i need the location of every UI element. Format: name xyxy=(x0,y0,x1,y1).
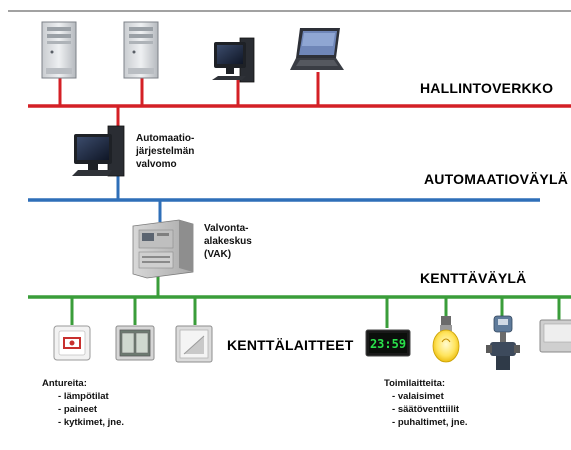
digital-clock-icon: 23:59 xyxy=(365,329,411,357)
hallintoverkko-bus xyxy=(28,72,571,128)
control-room-line: järjestelmän xyxy=(136,146,195,157)
kenttavayla-label: KENTTÄVÄYLÄ xyxy=(420,270,527,286)
control-room-line: valvomo xyxy=(136,159,177,170)
substation-label: Valvonta- alakeskus (VAK) xyxy=(204,222,252,261)
list-item: valaisimet xyxy=(392,390,468,403)
list-item: säätöventtiilit xyxy=(392,403,468,416)
substation-line: alakeskus xyxy=(204,236,252,247)
automaatiovayla-label: AUTOMAATIOVÄYLÄ xyxy=(424,171,569,187)
smoke-sensor-icon xyxy=(53,325,91,361)
clock-readout: 23:59 xyxy=(370,337,406,351)
control-room-line: Automaatio- xyxy=(136,133,195,144)
kenttavayla-bus xyxy=(28,274,571,328)
list-item: kytkimet, jne. xyxy=(58,416,124,429)
control-panel-icon xyxy=(539,319,571,353)
actuators-list: valaisimet säätöventtiilit puhaltimet, j… xyxy=(392,390,468,429)
server-tower-icon xyxy=(123,21,159,79)
light-bulb-icon xyxy=(432,316,460,363)
control-room-label: Automaatio- järjestelmän valvomo xyxy=(136,132,194,171)
substation-line: (VAK) xyxy=(204,249,232,260)
dimmer-switch-icon xyxy=(175,325,213,363)
desktop-computer-icon xyxy=(212,37,255,83)
sensors-list: lämpötilat paineet kytkimet, jne. xyxy=(58,390,124,429)
hallintoverkko-label: HALLINTOVERKKO xyxy=(420,80,554,96)
list-item: puhaltimet, jne. xyxy=(392,416,468,429)
control-cabinet-icon xyxy=(132,219,194,279)
list-item: paineet xyxy=(58,403,124,416)
automaatiovayla-bus xyxy=(28,176,540,222)
double-switch-icon xyxy=(115,325,155,361)
substation-line: Valvonta- xyxy=(204,223,249,234)
actuators-title: Toimilaitteita: xyxy=(384,378,446,389)
valve-actuator-icon xyxy=(486,315,520,370)
sensors-title: Antureita: xyxy=(42,378,87,389)
laptop-icon xyxy=(290,28,344,70)
kenttalaitteet-label: KENTTÄLAITTEET xyxy=(227,337,354,353)
desktop-computer-icon xyxy=(72,125,125,177)
server-tower-icon xyxy=(41,21,77,79)
list-item: lämpötilat xyxy=(58,390,124,403)
